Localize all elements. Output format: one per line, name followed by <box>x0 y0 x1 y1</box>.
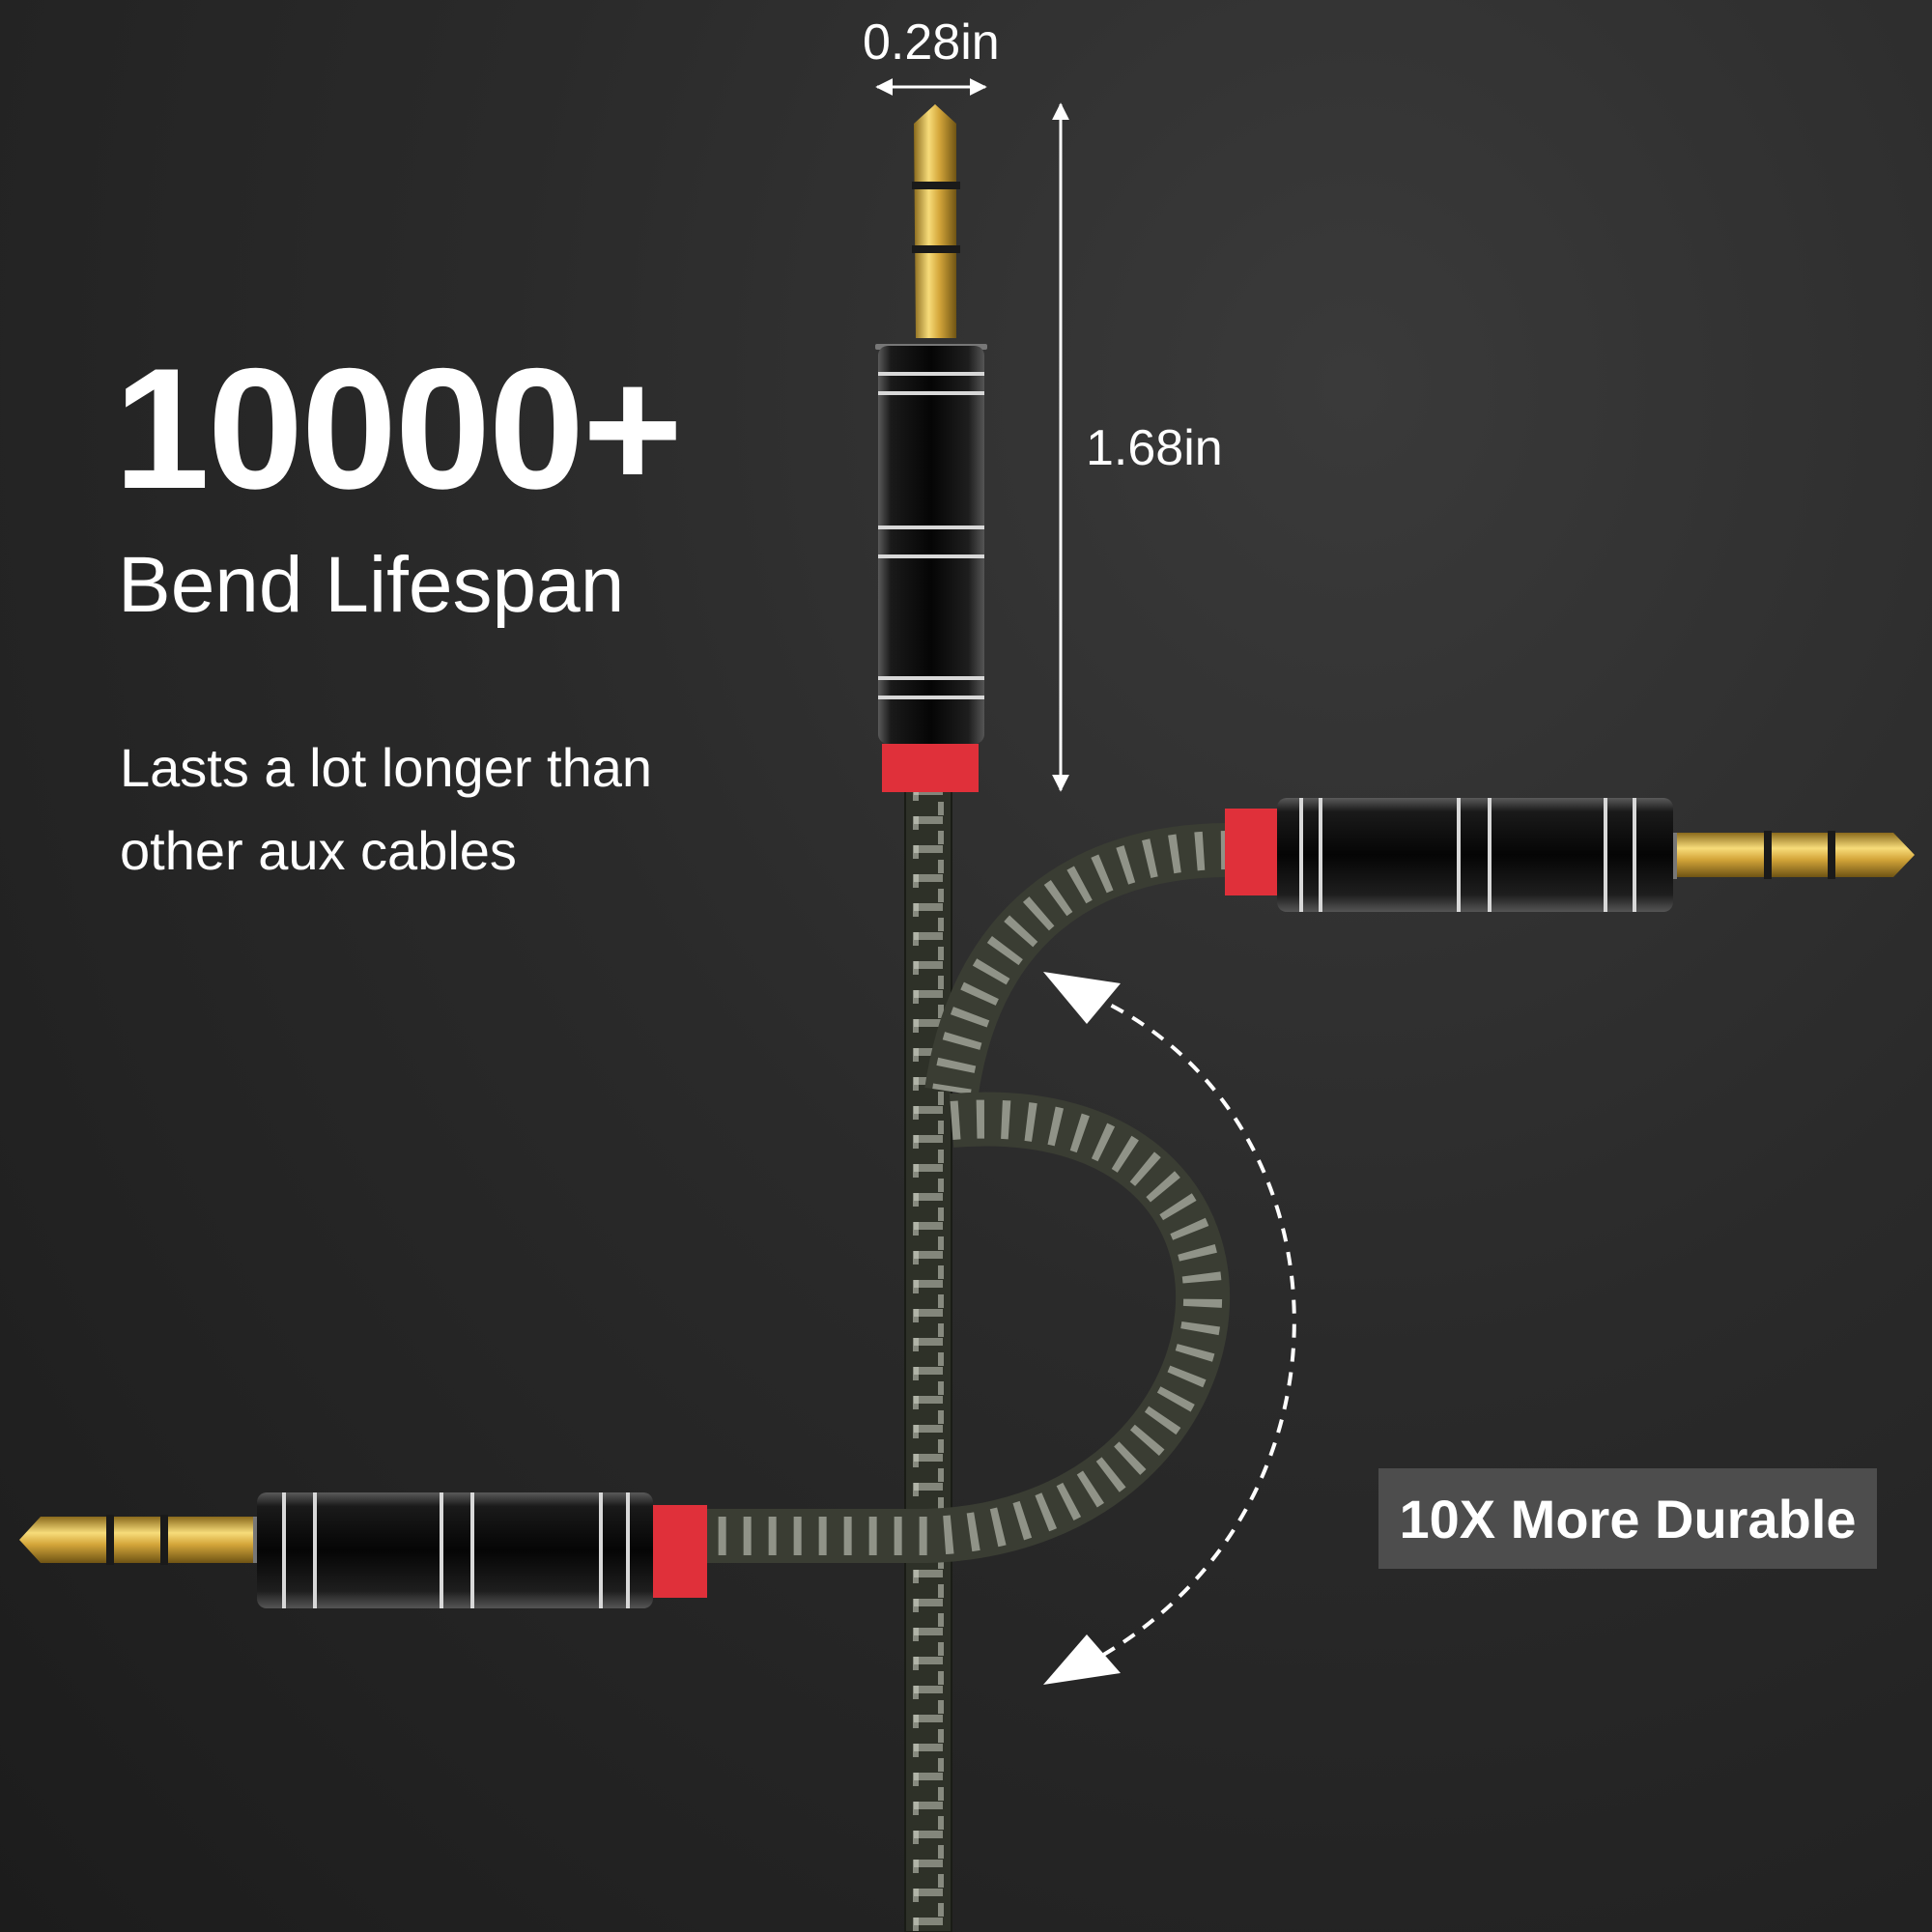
description-line: other aux cables <box>120 820 517 881</box>
right-plug <box>1225 798 1915 912</box>
description-line: Lasts a lot longer than <box>120 737 653 798</box>
bend-count-headline: 10000+ <box>114 332 683 525</box>
top-plug <box>875 104 987 792</box>
bend-arc-arrow <box>1043 972 1296 1685</box>
length-dimension-label: 1.68in <box>1086 420 1223 476</box>
vertical-braided-cable <box>904 786 952 1932</box>
durability-badge: 10X More Durable <box>1378 1468 1877 1569</box>
description-text: Lasts a lot longer than other aux cables <box>120 726 652 893</box>
bent-cable-upper <box>924 823 1230 1096</box>
bend-lifespan-subheading: Bend Lifespan <box>118 541 625 629</box>
durability-badge-text: 10X More Durable <box>1399 1488 1857 1549</box>
bent-cable-loop <box>707 1092 1230 1563</box>
left-plug <box>19 1492 707 1608</box>
width-dimension-label: 0.28in <box>863 14 1000 71</box>
